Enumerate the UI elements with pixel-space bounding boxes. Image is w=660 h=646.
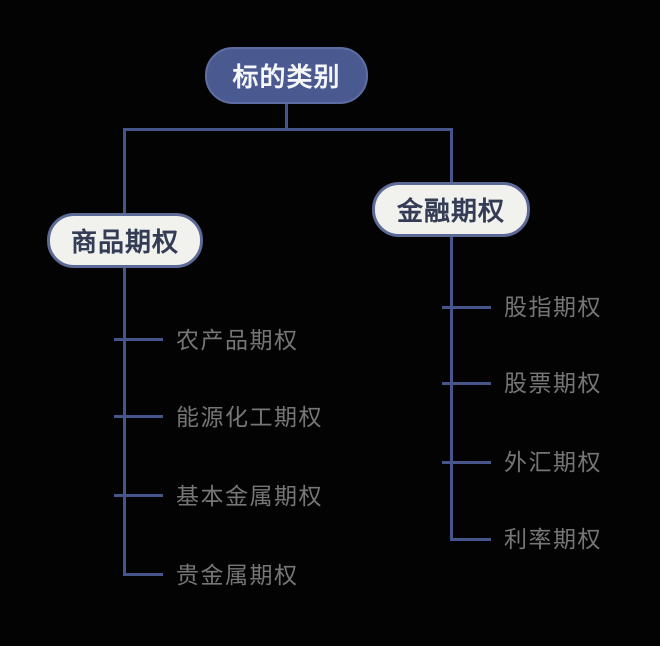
connector-right-tick-3 xyxy=(442,461,491,464)
leaf-stock-options: 股票期权 xyxy=(504,370,602,396)
leaf-precious-metal-options: 贵金属期权 xyxy=(176,562,299,588)
leaf-energy-chemical-options: 能源化工期权 xyxy=(176,404,323,430)
connector-right-trunk xyxy=(450,235,453,541)
connector-left-tick-2 xyxy=(114,415,163,418)
connector-right-tick-2 xyxy=(442,382,491,385)
connector-left-trunk xyxy=(123,266,126,576)
branch-node-commodity-options: 商品期权 xyxy=(47,213,203,268)
connector-left-tick-3 xyxy=(114,494,163,497)
leaf-fx-options: 外汇期权 xyxy=(504,449,602,475)
connector-left-tick-4 xyxy=(123,573,163,576)
connector-left-drop xyxy=(123,128,126,216)
leaf-interest-rate-options: 利率期权 xyxy=(504,526,602,552)
leaf-base-metal-options: 基本金属期权 xyxy=(176,483,323,509)
connector-root-stem xyxy=(285,102,288,130)
leaf-stock-index-options: 股指期权 xyxy=(504,294,602,320)
branch-node-financial-options: 金融期权 xyxy=(372,182,530,237)
connector-left-tick-1 xyxy=(114,338,163,341)
connector-right-tick-1 xyxy=(442,306,491,309)
root-node: 标的类别 xyxy=(205,47,368,104)
connector-top-horizontal xyxy=(123,128,453,131)
connector-right-tick-4 xyxy=(450,538,491,541)
connector-right-drop xyxy=(450,128,453,185)
leaf-agricultural-options: 农产品期权 xyxy=(176,327,299,353)
